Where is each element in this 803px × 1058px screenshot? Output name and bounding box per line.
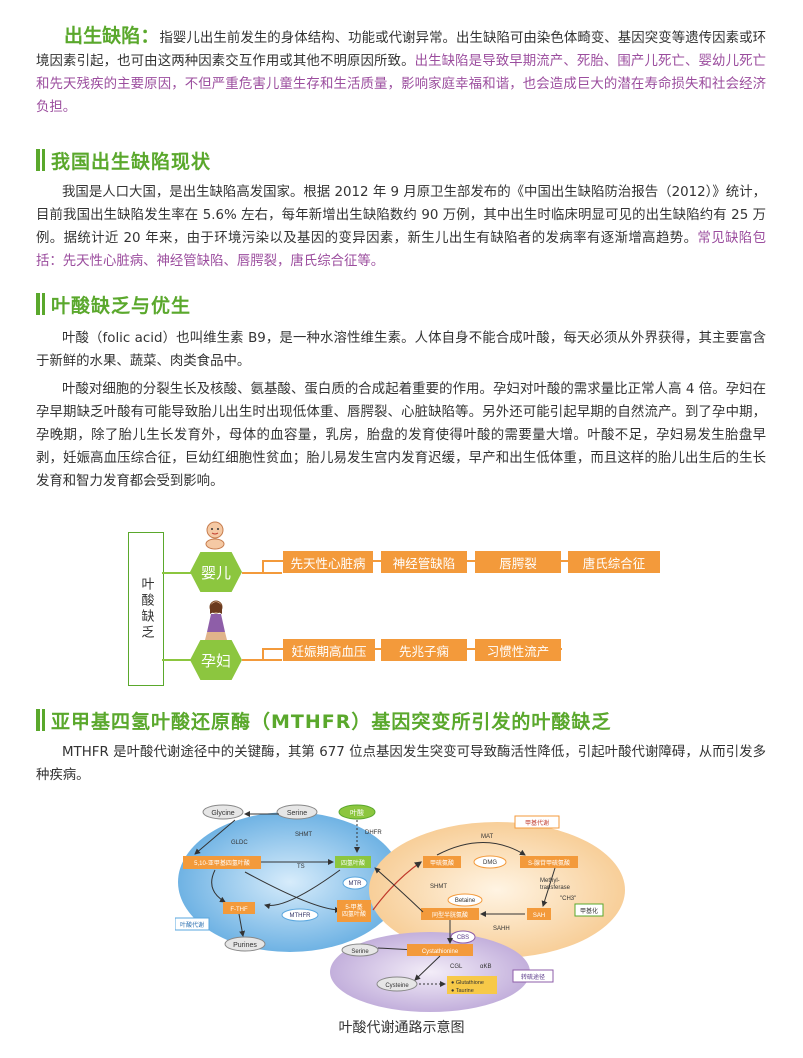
ch3-label: "CH3" bbox=[560, 896, 576, 902]
glutathione-label: ● Glutathione bbox=[451, 980, 484, 986]
section2-paragraph-1: 叶酸（folic acid）也叫维生素 B9，是一种水溶性维生素。人体自身不能合… bbox=[36, 331, 766, 369]
serine-bottom-label: Serine bbox=[351, 949, 369, 955]
taurine-label: ● Taurine bbox=[451, 988, 474, 994]
cgl-label: CGL bbox=[450, 964, 463, 970]
intro-highlight: 出生缺陷是导致早期流产、死胎、围产儿死亡、婴幼儿死亡和先天残疾的主要原因，不但严… bbox=[36, 54, 767, 115]
folate-pathway-diagram: Glycine Serine 叶酸 DHFR GLDC SHMT TS 5,10… bbox=[175, 804, 625, 1012]
heading-bar-icon bbox=[36, 293, 40, 315]
infant-item: 唇腭裂 bbox=[475, 551, 561, 573]
section-title: 叶酸缺乏与优生 bbox=[51, 294, 192, 317]
glycine-label: Glycine bbox=[211, 810, 234, 817]
cbs-label: CBS bbox=[457, 935, 469, 941]
sam-label: S-腺苷甲硫氨酸 bbox=[528, 859, 570, 867]
cysteine-label: Cysteine bbox=[385, 983, 409, 989]
methylene-thf-label: 5,10-亚甲基四氢叶酸 bbox=[194, 859, 250, 867]
shmt-right-label: SHMT bbox=[430, 884, 447, 890]
section-heading-folate: 叶酸缺乏与优生 bbox=[36, 291, 191, 317]
folate-label: 叶酸 bbox=[350, 808, 364, 817]
methylated-label: 甲基化 bbox=[580, 907, 598, 915]
shmt-left-label: SHMT bbox=[295, 832, 312, 838]
infant-figure-icon bbox=[205, 521, 225, 550]
pregnant-item: 先兆子痫 bbox=[381, 639, 467, 661]
mindmap-root: 叶酸缺乏 bbox=[128, 532, 164, 686]
infant-item: 先天性心脏病 bbox=[283, 551, 373, 573]
akb-label: αKB bbox=[480, 964, 491, 970]
section1-paragraph: 我国是人口大国，是出生缺陷高发国家。根据 2012 年 9 月原卫生部发布的《中… bbox=[36, 181, 766, 273]
methyl-thf-label: 5-甲基四氢叶酸 bbox=[342, 903, 366, 918]
folate-metabolism-tag: 叶酸代谢 bbox=[180, 921, 204, 929]
thf-label: 四氢叶酸 bbox=[341, 859, 365, 867]
infant-item: 唐氏综合征 bbox=[568, 551, 660, 573]
sahh-label: SAHH bbox=[493, 926, 510, 932]
heading-bar-icon bbox=[36, 709, 40, 731]
mthfr-label: MTHFR bbox=[290, 913, 312, 919]
f-thf-label: F-THF bbox=[230, 907, 248, 913]
pregnant-node: 孕妇 bbox=[190, 640, 242, 680]
transsulfuration-tag: 转硫途径 bbox=[521, 973, 545, 981]
section1-highlight: 常见缺陷包括：先天性心脏病、神经管缺陷、唇腭裂，唐氏综合征等。 bbox=[36, 231, 766, 269]
gldc-label: GLDC bbox=[231, 840, 248, 846]
intro-paragraph: 出生缺陷：指婴儿出生前发生的身体结构、功能或代谢异常。出生缺陷可由染色体畸变、基… bbox=[36, 25, 766, 119]
methylation-tag: 甲基代谢 bbox=[525, 819, 549, 827]
section2-paragraph-2: 叶酸对细胞的分裂生长及核酸、氨基酸、蛋白质的合成起着重要的作用。孕妇对叶酸的需求… bbox=[36, 382, 766, 489]
ts-label: TS bbox=[297, 864, 305, 870]
dmg-label: DMG bbox=[483, 860, 497, 866]
mtr-label: MTR bbox=[349, 881, 363, 887]
mat-label: MAT bbox=[481, 834, 494, 840]
betaine-label: Betaine bbox=[455, 898, 476, 904]
pathway-caption: 叶酸代谢通路示意图 bbox=[338, 1020, 465, 1036]
intro-title: 出生缺陷： bbox=[64, 25, 160, 47]
pregnant-item: 妊娠期高血压 bbox=[283, 639, 375, 661]
methionine-label: 甲硫氨酸 bbox=[430, 859, 454, 867]
pregnant-woman-icon bbox=[205, 600, 227, 640]
heading-bar-icon bbox=[36, 149, 40, 171]
section-title: 我国出生缺陷现状 bbox=[51, 150, 212, 173]
cystathionine-label: Cystathionine bbox=[422, 949, 459, 955]
sah-label: SAH bbox=[533, 913, 545, 919]
infant-node: 婴儿 bbox=[190, 552, 242, 592]
purines-label: Purines bbox=[233, 942, 257, 949]
section-heading-mthfr: 亚甲基四氢叶酸还原酶（MTHFR）基因突变所引发的叶酸缺乏 bbox=[36, 707, 611, 733]
section1-text: 我国是人口大国，是出生缺陷高发国家。根据 2012 年 9 月原卫生部发布的《中… bbox=[36, 185, 766, 246]
infant-item: 神经管缺陷 bbox=[381, 551, 467, 573]
methyltransferase-label: Methyl-transferase bbox=[540, 878, 571, 891]
section3-paragraph: MTHFR 是叶酸代谢途径中的关键酶，其第 677 位点基因发生突变可导致酶活性… bbox=[36, 745, 766, 783]
mindmap-root-label: 叶酸缺乏 bbox=[138, 577, 154, 641]
homocysteine-label: 同型半胱氨酸 bbox=[432, 911, 468, 919]
dhfr-label: DHFR bbox=[365, 830, 382, 836]
intro-text: 指婴儿出生前发生的身体结构、功能或代谢异常。出生缺陷可由染色体畸变、基因突变等遗… bbox=[36, 31, 766, 69]
section-title: 亚甲基四氢叶酸还原酶（MTHFR）基因突变所引发的叶酸缺乏 bbox=[51, 710, 612, 733]
pregnant-item: 习惯性流产 bbox=[475, 639, 561, 661]
section-heading-status: 我国出生缺陷现状 bbox=[36, 147, 211, 173]
serine-top-label: Serine bbox=[287, 810, 307, 817]
